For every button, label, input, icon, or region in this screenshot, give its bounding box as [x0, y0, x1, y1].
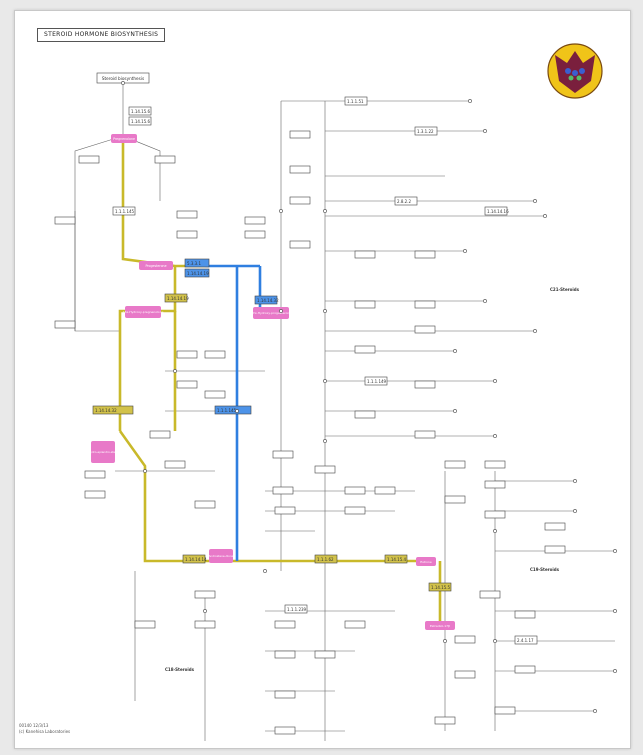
region-label-c19: C19-Steroids: [530, 567, 560, 572]
organism-emblem-icon: [547, 43, 603, 99]
enzyme-box[interactable]: 2.4.1.17: [514, 635, 538, 645]
compound-17oh-progesterone[interactable]: 17α-Hydroxy-progesterone: [251, 307, 291, 319]
compound-dhea[interactable]: Dehydro-epiandro-sterone: [85, 441, 122, 463]
start-compound-label: Steroid biosynthesis: [102, 76, 144, 81]
compound-androstenedione[interactable]: Androstene-dione: [209, 549, 234, 563]
map-footer: 00140 12/3/13 (c) Kanehisa Laboratories: [19, 723, 70, 735]
region-label-c21: C21-Steroids: [550, 287, 580, 292]
enzyme-box[interactable]: 1.14.15.4: [384, 554, 408, 564]
svg-text:1.1.1.51: 1.1.1.51: [347, 99, 364, 104]
enzyme-box[interactable]: 1.1.1.239: [284, 604, 308, 614]
pathway-map-sheet: STEROID HORMONE BIOSYNTHESIS Steroid bio…: [14, 10, 631, 749]
compound-label: Pregnenolone: [113, 137, 135, 141]
svg-text:1.14.15.6: 1.14.15.6: [131, 109, 151, 114]
svg-text:1.1.1.62: 1.1.1.62: [317, 557, 334, 562]
compound-label: Progesterone: [145, 264, 166, 268]
enzyme-box[interactable]: 1.1.1.145: [214, 405, 252, 415]
svg-text:1.14.15.5: 1.14.15.5: [431, 585, 451, 590]
svg-text:1.14.15.4: 1.14.15.4: [387, 557, 407, 562]
enzyme-box[interactable]: 1.14.14.19: [184, 268, 210, 278]
svg-text:1.14.14.32: 1.14.14.32: [95, 408, 117, 413]
compound-label: Estradiol-17β: [430, 624, 450, 628]
compound-estradiol[interactable]: Estradiol-17β: [425, 621, 455, 630]
enzyme-box[interactable]: 1.14.15.6: [128, 106, 152, 116]
svg-text:2.4.1.17: 2.4.1.17: [517, 638, 534, 643]
compound-pregnenolone[interactable]: Pregnenolone: [111, 134, 137, 143]
svg-text:1.14.14.16: 1.14.14.16: [487, 209, 509, 214]
compound-estrone[interactable]: Estrone: [416, 557, 436, 566]
compound-label: Estrone: [420, 560, 432, 564]
svg-text:1.1.1.239: 1.1.1.239: [287, 607, 307, 612]
svg-text:1.14.14.32: 1.14.14.32: [257, 298, 279, 303]
svg-text:2.8.2.2: 2.8.2.2: [397, 199, 411, 204]
enzyme-box[interactable]: 1.14.15.5: [428, 582, 452, 592]
enzyme-box[interactable]: 1.1.1.145: [112, 206, 136, 216]
compound-nodes: [121, 81, 617, 713]
enzyme-box[interactable]: 1.14.14.32: [92, 405, 134, 415]
enzyme-box[interactable]: 1.1.1.51: [344, 96, 368, 106]
enzyme-box[interactable]: 5.3.3.1: [184, 258, 210, 268]
compound-label: Androstene-dione: [209, 554, 234, 558]
enzyme-box[interactable]: 2.8.2.2: [394, 196, 418, 206]
region-label-c18: C18-Steroids: [165, 667, 195, 672]
enzyme-box[interactable]: 1.1.1.149: [364, 376, 388, 386]
compound-17oh-pregnenolone[interactable]: 17α-Hydroxy-pregnenolone: [122, 306, 164, 318]
pathway-diagram: Steroid biosynthesis: [54, 43, 617, 741]
enzyme-box[interactable]: 1.14.14.16: [484, 206, 509, 216]
compound-progesterone[interactable]: Progesterone: [139, 261, 173, 270]
compound-label: 17α-Hydroxy-progesterone: [251, 311, 291, 315]
main-pathway-yellow: [118, 141, 442, 626]
svg-text:1.1.1.145: 1.1.1.145: [115, 209, 135, 214]
enzyme-box[interactable]: 1.1.1.62: [314, 554, 338, 564]
svg-text:1.1.1.145: 1.1.1.145: [217, 408, 237, 413]
svg-text:1.3.1.22: 1.3.1.22: [417, 129, 434, 134]
svg-text:1.14.14.19: 1.14.14.19: [187, 271, 209, 276]
svg-text:5.3.3.1: 5.3.3.1: [187, 261, 201, 266]
enzyme-box[interactable]: 1.14.14.32: [254, 295, 279, 305]
footer-line-2: (c) Kanehisa Laboratories: [19, 729, 71, 734]
footer-line-1: 00140 12/3/13: [19, 723, 49, 728]
svg-text:1.14.14.14: 1.14.14.14: [185, 557, 207, 562]
svg-text:1.14.14.19: 1.14.14.19: [167, 296, 189, 301]
svg-text:1.1.1.149: 1.1.1.149: [367, 379, 387, 384]
enzyme-box[interactable]: 1.3.1.22: [414, 126, 438, 136]
map-title[interactable]: STEROID HORMONE BIOSYNTHESIS: [37, 28, 166, 42]
svg-text:1.14.15.6: 1.14.15.6: [131, 119, 151, 124]
enzyme-box-grid[interactable]: [54, 130, 566, 735]
enzyme-box[interactable]: 1.14.14.19: [164, 293, 189, 303]
enzyme-box[interactable]: 1.14.14.14: [182, 554, 207, 564]
compound-label: Dehydro-epiandro-sterone: [85, 450, 122, 454]
enzyme-box[interactable]: 1.14.15.6: [128, 116, 152, 126]
compound-label: 17α-Hydroxy-pregnenolone: [122, 310, 163, 314]
